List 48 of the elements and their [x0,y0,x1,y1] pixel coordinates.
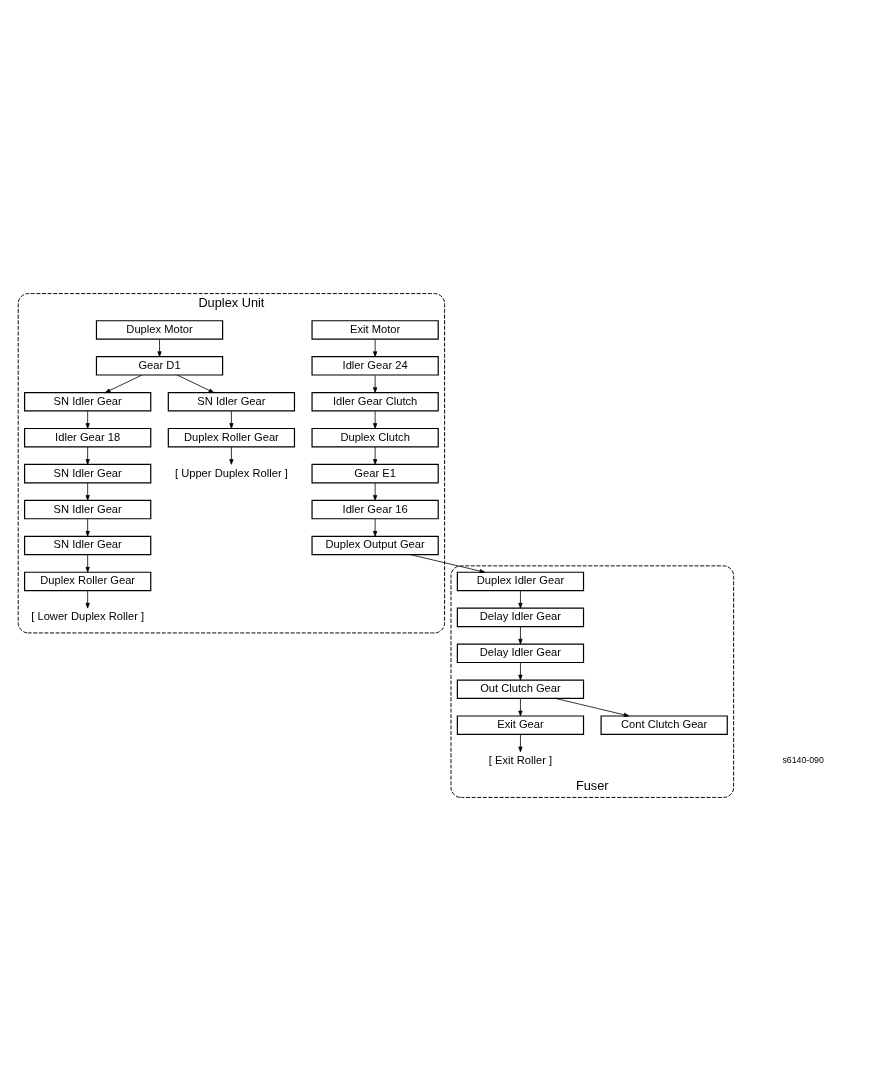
node-box: Delay Idler Gear [456,607,585,628]
node-box: Idler Gear 16 [311,499,439,520]
arrow [373,410,378,429]
arrow [373,338,378,357]
node-box: Duplex Motor [95,320,224,340]
node-box: SN Idler Gear [24,499,152,520]
node-box: Exit Gear [456,715,585,735]
arrow [85,590,90,609]
arrow [518,734,523,753]
arrow [518,662,523,681]
arrow [410,554,486,574]
node-box: Duplex Roller Gear [167,427,296,448]
node-box: Idler Gear 24 [311,356,439,376]
node-box: SN Idler Gear [24,392,152,412]
arrow [85,482,90,501]
arrow [85,518,90,537]
node-box: Gear E1 [311,463,439,484]
node-box: Duplex Roller Gear [24,571,152,592]
arrow [85,446,90,465]
arrow [555,698,630,717]
arrow [518,626,523,645]
node-box: Cont Clutch Gear [600,715,728,735]
node-box: Idler Gear 18 [24,427,152,448]
arrow [229,410,234,429]
node-box: Duplex Clutch [311,427,439,448]
arrow [229,446,234,465]
node-box: Idler Gear Clutch [311,392,439,412]
arrow [85,410,90,429]
arrow [518,698,523,717]
arrow [518,590,523,609]
arrow [373,446,378,465]
arrow [85,554,90,573]
node-box: Duplex Output Gear [311,535,439,556]
node-box: SN Idler Gear [167,392,296,412]
node-box: SN Idler Gear [24,463,152,484]
node-text: [ Upper Duplex Roller ] [174,466,288,479]
node-box: Out Clutch Gear [456,679,585,699]
node-text: [ Lower Duplex Roller ] [31,610,145,623]
label: s6140-090 [782,755,824,766]
node-box: Gear D1 [95,356,224,376]
node-box: SN Idler Gear [24,535,152,556]
arrow [373,518,378,537]
arrow [373,482,378,501]
node-box: Delay Idler Gear [456,643,585,664]
node-text: [ Exit Roller ] [488,754,553,767]
node-box: Exit Motor [311,320,439,340]
arrow [157,338,162,357]
arrow [373,374,378,393]
